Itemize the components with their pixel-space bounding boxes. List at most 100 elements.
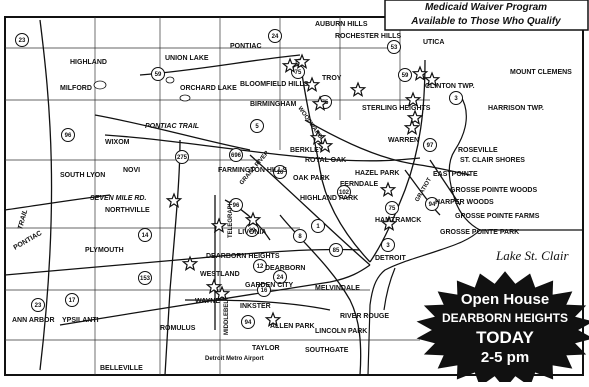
route-shield-r85: 85 [329, 243, 343, 257]
label-melvindale: MELVINDALE [315, 285, 360, 292]
location-star-icon [205, 278, 223, 295]
route-shield-r53: 53 [387, 40, 401, 54]
route-shield-number: 23 [19, 38, 26, 44]
route-shield-number: 94 [429, 202, 436, 208]
route-shield-r275: 275 [175, 150, 189, 164]
route-shield-outline [425, 197, 439, 211]
label-lake-st-clair: Lake St. Clair [495, 248, 570, 263]
label-birmingham: BIRMINGHAM [250, 101, 296, 108]
burst-time: 2-5 pm [481, 349, 529, 366]
label-south-lyon: SOUTH LYON [60, 172, 105, 179]
label-pontiac: PONTIAC [230, 43, 262, 50]
route-shield-outline [337, 185, 351, 199]
route-shield-outline [257, 283, 271, 297]
label-berkley: BERKLEY [290, 147, 324, 154]
label-pontiac-trail: PONTIAC TRAIL [145, 123, 199, 130]
route-shield-number: 59 [402, 73, 409, 79]
label-ann-arbor: ANN ARBOR [12, 317, 55, 324]
location-star-icon [165, 192, 183, 209]
label-seven-mile-rd: SEVEN MILE RD. [90, 195, 146, 202]
route-shield-number: 96 [233, 203, 240, 209]
label-milford: MILFORD [60, 85, 92, 92]
route-shield-number: 39 [249, 228, 256, 234]
route-shield-outline [398, 68, 412, 82]
route-shield-r8: 8 [293, 229, 307, 243]
route-shield-outline [151, 67, 165, 81]
route-shield-r23b: 23 [31, 298, 45, 312]
route-shield-number: 59 [155, 72, 162, 78]
label-novi: NOVI [123, 167, 140, 174]
route-shield-outline [293, 229, 307, 243]
route-shield-r102: 102 [337, 185, 351, 199]
label-lincoln-park: LINCOLN PARK [315, 328, 367, 335]
location-star-icon [423, 71, 441, 88]
label-livonia: LIVONIA [238, 229, 266, 236]
location-star-icon [244, 211, 262, 228]
route-shield-outline [329, 243, 343, 257]
label-dearborn-heights: DEARBORN HEIGHTS [206, 253, 280, 260]
route-shield-outline [175, 150, 189, 164]
route-shield-number: 10 [277, 170, 284, 176]
route-shield-r97: 97 [423, 138, 437, 152]
route-shield-r5: 5 [250, 119, 264, 133]
label-rochester-hills: ROCHESTER HILLS [335, 33, 401, 40]
label-allen-park: ALLEN PARK [270, 323, 315, 330]
label-grosse-pointe-park: GROSSE POINTE PARK [440, 229, 519, 236]
burst-today: TODAY [476, 328, 534, 347]
route-shield-r1: 1 [311, 219, 325, 233]
label-auburn-hills: AUBURN HILLS [315, 21, 368, 28]
route-shields: 2359247553359569697962751010294143996831… [15, 29, 463, 329]
route-shield-outline [268, 29, 282, 43]
route-shield-number: 75 [389, 206, 396, 212]
route-shield-outline [65, 293, 79, 307]
route-shield-number: 153 [140, 276, 151, 282]
label-oak-park: OAK PARK [293, 175, 330, 182]
route-shield-number: 24 [272, 34, 279, 40]
label-grosse-pointe-woods: GROSSE POINTE WOODS [450, 187, 537, 194]
burst-open-house: Open House [461, 291, 549, 308]
location-star-icon [349, 81, 367, 98]
shoreline [367, 94, 583, 376]
route-shield-r17: 17 [65, 293, 79, 307]
route-shield-number: 75 [295, 70, 302, 76]
label-belleville: BELLEVILLE [100, 365, 143, 372]
label-union-lake: UNION LAKE [165, 55, 209, 62]
label-grosse-pointe-farms: GROSSE POINTE FARMS [455, 213, 540, 220]
route-shield-r14: 14 [138, 228, 152, 242]
route-shield-number: 12 [257, 264, 264, 270]
label-sterling-heights: STERLING HEIGHTS [362, 105, 431, 112]
route-shield-r3: 3 [449, 91, 463, 105]
location-star-icon [379, 181, 397, 198]
label-river-rouge: RIVER ROUGE [340, 313, 389, 320]
route-shield-number: 14 [142, 233, 149, 239]
burst-dearborn-heights: DEARBORN HEIGHTS [442, 311, 568, 325]
label-warren: WARREN [388, 137, 419, 144]
location-star-icon [316, 137, 334, 154]
route-shield-outline [423, 138, 437, 152]
route-shield-outline [61, 128, 75, 142]
route-shield-number: 97 [427, 143, 434, 149]
label-romulus: ROMULUS [160, 325, 196, 332]
route-shield-outline [229, 198, 243, 212]
location-star-icon [411, 65, 429, 82]
label-farmington-hills: FARMINGTON HILLS [218, 167, 287, 174]
route-shield-outline [15, 33, 29, 47]
location-star-icon [404, 91, 422, 108]
route-shield-number: 24 [277, 275, 284, 281]
location-star-icon [264, 311, 282, 328]
label-plymouth: PLYMOUTH [85, 247, 124, 254]
label-metro-airport: Detroit Metro Airport [205, 356, 264, 362]
route-shield-r24b: 24 [273, 270, 287, 284]
route-shield-r696: 696 [229, 148, 243, 162]
label-highland: HIGHLAND [70, 59, 107, 66]
road-network [4, 19, 471, 376]
label-harrison-twp: HARRISON TWP. [488, 105, 544, 112]
route-shield-number: 16 [261, 288, 268, 294]
route-shield-r12: 12 [253, 259, 267, 273]
route-shield-number: 17 [69, 298, 76, 304]
route-shield-r96: 96 [61, 128, 75, 142]
route-shield-r10: 10 [273, 165, 287, 179]
location-stars [165, 53, 441, 328]
